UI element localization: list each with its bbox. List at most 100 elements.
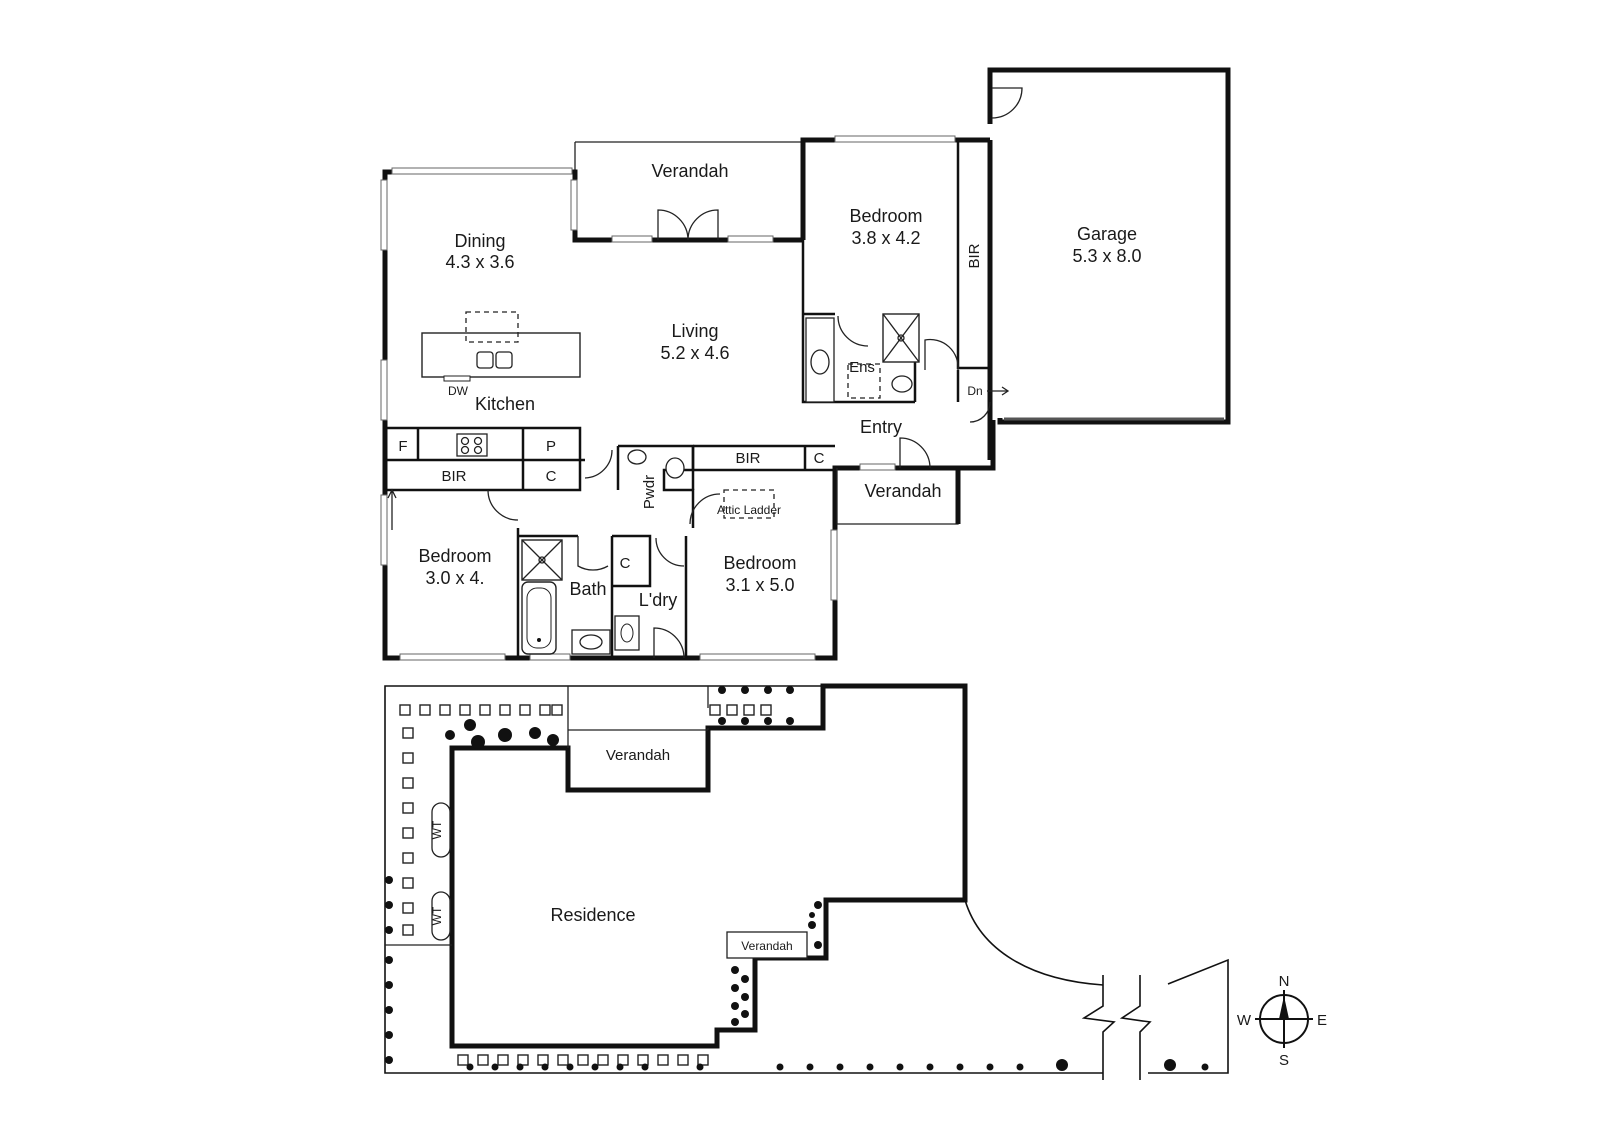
lot-break	[1081, 975, 1152, 1080]
bedroom3-door-swing	[689, 493, 721, 525]
kitchen-west-window	[380, 359, 388, 421]
garage-door-swing	[969, 401, 991, 423]
living-window-left	[611, 235, 653, 243]
wt1-label: WT	[430, 820, 444, 839]
bath-shower-cross	[521, 539, 563, 581]
kitchen-bench	[385, 426, 582, 462]
entry-window	[859, 463, 896, 471]
bedroom1-north-window	[834, 135, 956, 143]
attic-ladder-label: Attic Ladder	[717, 503, 781, 517]
garage-entry-door-swing	[991, 87, 1023, 119]
bath-basin	[579, 634, 603, 650]
laundry-tub-basin	[620, 623, 634, 643]
dn-arrow	[987, 386, 1010, 396]
compass-n: N	[1279, 973, 1290, 990]
bir-left-label: BIR	[441, 468, 466, 485]
bedroom2-west-window	[380, 494, 388, 566]
ensuite-dashed	[847, 363, 881, 399]
laundry-walls	[612, 534, 688, 658]
burner	[460, 445, 470, 455]
hall-door-swing	[584, 449, 613, 479]
planter-boxes	[399, 704, 772, 1066]
verandah-top-label: Verandah	[651, 161, 728, 181]
kitchen-label: Kitchen	[475, 394, 535, 414]
bathtub	[521, 581, 557, 655]
bedroom2-size: 3.0 x 4.	[425, 568, 484, 588]
bedroom3-size: 3.1 x 5.0	[725, 575, 794, 595]
bath-south-window	[529, 653, 571, 661]
c-left-label: C	[546, 468, 557, 485]
bedroom2-door-swing	[487, 489, 519, 521]
bedroom3-east-window	[830, 529, 838, 601]
shower-drain	[897, 334, 905, 342]
dishwasher-box	[443, 375, 471, 382]
sink-left	[476, 351, 494, 369]
curved-boundary	[964, 899, 1104, 986]
french-doors	[657, 209, 719, 241]
laundry-door-swing	[655, 537, 685, 567]
dw-label: DW	[448, 384, 469, 398]
bir-mid-outline	[693, 444, 835, 472]
bathtub-inner	[526, 587, 552, 649]
garage-label: Garage	[1077, 224, 1137, 244]
ensuite-door-swing	[837, 315, 869, 347]
verandah-entry-label: Verandah	[864, 481, 941, 501]
dining-west-window	[380, 179, 388, 251]
residence-label: Residence	[550, 905, 635, 925]
burner	[460, 436, 470, 446]
c-mid-label: C	[814, 450, 825, 467]
pwdr-walls	[616, 446, 695, 490]
dining-east-window	[570, 179, 578, 231]
sink-right	[495, 351, 513, 369]
arrow-up	[387, 488, 397, 530]
laundry-label: L'dry	[639, 590, 677, 610]
bath-label: Bath	[569, 579, 606, 599]
garage-size: 5.3 x 8.0	[1072, 246, 1141, 266]
pwdr-toilet	[665, 457, 685, 479]
dining-label: Dining	[454, 231, 505, 251]
island-pendant-dashed	[465, 311, 519, 343]
living-label: Living	[671, 321, 718, 341]
compass-w: W	[1237, 1012, 1252, 1029]
verandah-rear-label: Verandah	[606, 747, 670, 764]
bir-mid-label: BIR	[735, 450, 760, 467]
compass-e: E	[1317, 1012, 1327, 1029]
bath-door-swing	[577, 536, 609, 571]
bir-left-outline	[385, 460, 582, 492]
site-plan: Residence Verandah Verandah WT WT	[384, 683, 1229, 1080]
bir-vertical-label: BIR	[966, 243, 983, 268]
pwdr-basin	[627, 449, 647, 465]
dining-north-window	[391, 167, 573, 175]
fridge-label: F	[398, 438, 407, 455]
entry-door-swing	[899, 437, 931, 469]
bedroom3-label: Bedroom	[723, 553, 796, 573]
ensuite-basin	[810, 349, 830, 375]
bedroom1-door-swing	[924, 338, 959, 371]
water-tank-1	[431, 802, 451, 858]
living-size: 5.2 x 4.6	[660, 343, 729, 363]
bedroom2-south-window	[399, 653, 506, 661]
attic-ladder-dashed	[723, 489, 775, 519]
compass-needle	[1279, 996, 1289, 1019]
dining-size: 4.3 x 3.6	[445, 252, 514, 272]
dn-label: Dn	[967, 384, 982, 398]
bedroom3-south-window	[699, 653, 816, 661]
ensuite-toilet	[891, 375, 913, 393]
bath-shower-drain	[538, 556, 546, 564]
verandah-small-outline	[726, 931, 808, 959]
bedroom1-inner-wall	[801, 240, 915, 404]
bath-walls	[518, 534, 614, 658]
entry-label: Entry	[860, 417, 902, 437]
residence-footprint	[449, 683, 968, 1049]
verandah-small-label: Verandah	[741, 939, 792, 953]
laundry-ext-door-swing	[653, 627, 685, 659]
bedroom1-label: Bedroom	[849, 206, 922, 226]
compass: N E S W	[1237, 973, 1327, 1069]
pantry-label: P	[546, 438, 556, 455]
ens-label: Ens	[849, 359, 875, 376]
shrubs	[385, 686, 1209, 1071]
burner	[473, 445, 483, 455]
water-tank-2	[431, 891, 451, 941]
bedroom2-label: Bedroom	[418, 546, 491, 566]
